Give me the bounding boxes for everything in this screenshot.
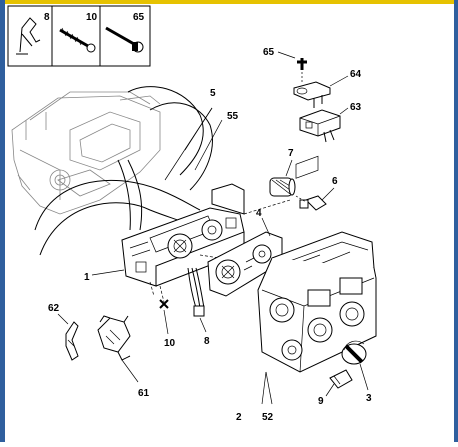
bracket-64 — [293, 81, 331, 108]
callout-65: 65 — [263, 47, 275, 58]
callout-52: 52 — [262, 412, 274, 423]
legend-box: 8 10 65 — [7, 5, 151, 67]
callout-10: 10 — [164, 338, 176, 349]
callout-1: 1 — [84, 272, 90, 283]
bulb-holder-7 — [269, 177, 296, 197]
right-border — [454, 0, 458, 442]
callout-64: 64 — [350, 69, 362, 80]
callout-65-top: 65 — [133, 12, 145, 23]
bolt-65 — [297, 58, 307, 82]
cable-tie-9 — [329, 369, 353, 389]
bracket-61 — [97, 315, 131, 361]
callout-8: 8 — [204, 336, 210, 347]
callout-5: 5 — [210, 88, 216, 99]
callout-8-top: 8 — [44, 12, 50, 23]
callout-6: 6 — [332, 176, 338, 187]
control-knob-3 — [341, 340, 367, 365]
callout-7: 7 — [288, 148, 294, 159]
callout-10-top: 10 — [86, 12, 98, 23]
callout-9: 9 — [318, 396, 324, 407]
wiring-harness-8 — [187, 267, 205, 317]
control-unit-1 — [121, 183, 245, 287]
callout-63: 63 — [350, 102, 362, 113]
screw-marker-10 — [159, 299, 169, 309]
clip-62 — [65, 321, 79, 361]
left-border — [0, 0, 5, 442]
clip-icon — [16, 17, 41, 55]
screw-icon — [59, 27, 96, 53]
callout-3: 3 — [366, 393, 372, 404]
callout-2: 2 — [236, 412, 242, 423]
top-border — [5, 0, 454, 4]
callout-4: 4 — [256, 208, 262, 219]
callout-62: 62 — [48, 303, 60, 314]
front-bezel-2 — [257, 155, 377, 373]
actuator-63 — [299, 109, 341, 143]
cover-plate-4 — [207, 231, 283, 297]
callout-61: 61 — [138, 388, 150, 399]
heater-housing — [11, 91, 161, 215]
bulb-6 — [295, 195, 327, 211]
bolt-icon — [105, 26, 144, 53]
callout-55: 55 — [227, 111, 239, 122]
